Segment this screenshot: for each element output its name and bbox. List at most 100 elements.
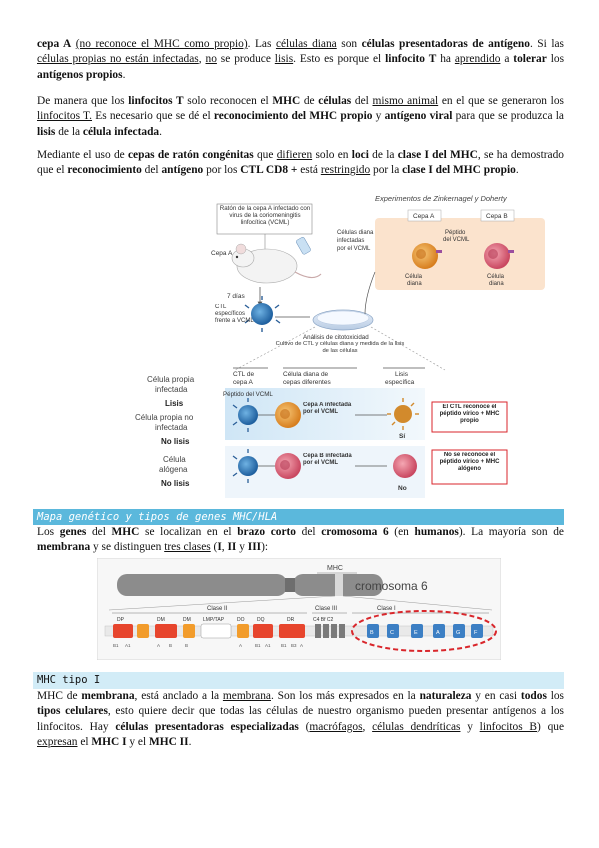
text: genes — [59, 526, 87, 538]
text: . — [122, 68, 126, 81]
text: macrófagos — [309, 720, 363, 733]
class-iii-genes-label: C4 Bf C2 — [313, 617, 334, 623]
text: , se ha demostrado que el — [37, 149, 564, 177]
text: de la — [368, 149, 398, 161]
col-lysis-label-l2: específica — [385, 379, 415, 386]
paragraph-5: MHC de membrana, está anclado a la membr… — [37, 689, 564, 751]
text: expresan — [37, 736, 78, 749]
subgene: A — [157, 643, 160, 648]
gene-f: F — [474, 630, 478, 636]
experiment-figure: Experimentos de Zinkernagel y Doherty Ra… — [135, 194, 545, 498]
side-label-3-l1: Célula — [163, 455, 186, 464]
chromosome-bar — [117, 574, 383, 596]
text: restringido — [320, 164, 371, 177]
text: células presentadoras de antígeno — [361, 38, 530, 50]
text: membrana — [222, 690, 271, 702]
cepa-a-tab: Cepa A — [413, 213, 435, 220]
text: clase I del MHC propio — [402, 164, 516, 177]
subgene: A1 — [265, 643, 271, 648]
col-ctl-label-l2: cepa A — [233, 379, 254, 386]
cepa-a-label: Cepa A — [211, 250, 233, 257]
text: tres clases — [164, 541, 211, 554]
subgene: B1 — [255, 643, 261, 648]
text: células dendríticas — [372, 720, 461, 733]
text: MHC — [111, 526, 140, 538]
text: reconocimiento — [67, 164, 142, 177]
result-a-text: El CTL reconoce el péptido vírico + MHC … — [439, 404, 500, 424]
target-cells-label-l1: Células diana — [337, 230, 374, 236]
target-a-cell-icon — [275, 402, 301, 428]
text: ). La mayoría son de — [458, 526, 564, 538]
text: (no reconoce el MHC como propio) — [75, 38, 248, 50]
text: de — [300, 95, 319, 107]
text: , — [198, 53, 206, 66]
text: antígeno viral — [384, 110, 453, 123]
text: y — [236, 541, 248, 554]
chromosome-6-figure: MHC cromosoma 6 Clase II Clase III Clase… — [97, 558, 501, 660]
col-target-label-l2: cepas diferentes — [283, 379, 331, 386]
subgene: B3 — [291, 643, 297, 648]
diana-cell-b-label-l2: diana — [489, 281, 504, 287]
text: células propias no están infectadas — [37, 53, 199, 66]
text: III — [247, 541, 262, 554]
text: ha — [436, 53, 455, 66]
paragraph-4: Los genes del MHC se localizan en el bra… — [37, 525, 564, 556]
result-no: No — [398, 485, 407, 492]
subgene: A1 — [125, 643, 131, 648]
class-ii-label: Clase II — [207, 606, 228, 612]
text: . Si las — [529, 38, 564, 50]
text: membrana — [37, 541, 91, 554]
gene-dm: DM — [157, 617, 165, 623]
row-b-panel — [225, 446, 425, 498]
text: cromosoma 6 — [321, 526, 389, 538]
text: CTL CD8 + — [240, 164, 298, 177]
culture-label: Cultivo de CTL y células diana y medida … — [275, 341, 405, 354]
text: linfocito T — [385, 53, 437, 66]
text: brazo corto — [237, 526, 296, 538]
text: se produce — [216, 53, 275, 66]
target-cells-panel — [375, 218, 545, 290]
gene-e: E — [414, 630, 418, 636]
text: , — [221, 541, 228, 554]
target-cell-a-icon — [412, 243, 442, 269]
text: II — [227, 541, 237, 554]
side-label-3b: No lisis — [161, 479, 190, 488]
text: del — [351, 95, 373, 107]
text: linfocitos T — [128, 95, 184, 107]
text: mismo animal — [372, 95, 439, 107]
text: lisis — [274, 53, 294, 66]
cell-a-label: Cepa A infectada por el VCML — [303, 402, 352, 415]
text: , está anclado a la — [134, 690, 223, 702]
text: loci — [351, 149, 369, 161]
text: cepas de ratón congénitas — [128, 149, 254, 161]
target-cells-label-l2: infectadas — [337, 238, 364, 244]
text: antígenos propios — [37, 68, 123, 81]
culture-dish-icon — [312, 309, 374, 331]
text: (en — [388, 526, 415, 538]
text: se localizan en el — [139, 526, 238, 538]
peptide-label-l1: Péptido — [445, 230, 466, 236]
text: . Son los más expresados en la — [270, 690, 420, 702]
cell-b-label: Cepa B infectada por el VCML — [303, 453, 352, 466]
gene-dq: DQ — [257, 617, 265, 623]
result-si: Sí — [399, 433, 405, 440]
text: a — [500, 53, 514, 66]
text: y — [372, 110, 385, 123]
side-label-1-l2: infectada — [155, 385, 188, 394]
text: ) que — [537, 720, 565, 733]
chromosome-6-label: cromosoma 6 — [355, 579, 428, 593]
virus-vial-icon — [296, 237, 311, 255]
text: . — [159, 125, 162, 138]
text: linfocitos B — [479, 720, 538, 733]
mouse-icon — [231, 243, 322, 284]
text: MHC I — [91, 736, 127, 749]
text: ( — [210, 541, 218, 554]
side-label-2-l1: Célula propia no — [135, 413, 194, 422]
text: MHC — [272, 95, 301, 107]
target-cell-b-icon — [484, 243, 514, 269]
gene-dr: DR — [287, 617, 295, 623]
mouse-info-box — [216, 203, 313, 235]
text: del — [295, 526, 322, 538]
text: tolerar — [513, 53, 547, 66]
section-heading-mhc-type-i: MHC tipo I — [33, 672, 564, 689]
